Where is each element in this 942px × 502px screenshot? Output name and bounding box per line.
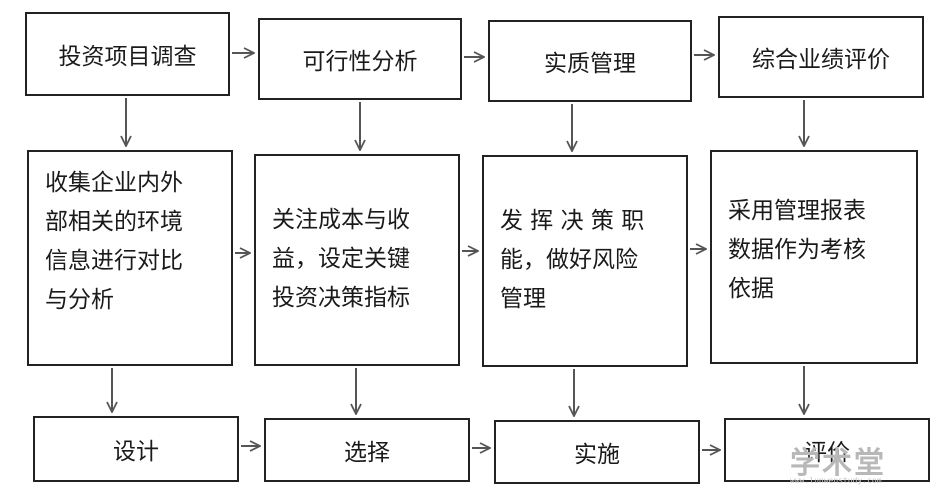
- stage-3-detail-line: 能，做好风险: [500, 247, 638, 273]
- stage-3-result: 实施: [574, 442, 620, 468]
- stage-3-detail-line: 管理: [500, 286, 546, 312]
- stage-1-detail-line: 部相关的环境: [45, 209, 183, 235]
- stage-3-title: 实质管理: [544, 51, 636, 77]
- stage-4-result-box: 评价: [724, 418, 930, 482]
- watermark-url: www.lunwenstudy.com: [790, 476, 882, 485]
- watermark: 学术堂 www.lunwenstudy.com: [790, 438, 930, 490]
- stage-2-result-box: 选择: [264, 418, 470, 482]
- stage-3-result-box: 实施: [494, 420, 700, 484]
- stage-2-title-box: 可行性分析: [258, 18, 462, 100]
- stage-1-title-box: 投资项目调查: [25, 12, 230, 96]
- stage-3-detail-box: 发 挥 决 策 职 能，做好风险 管理: [482, 155, 688, 367]
- stage-1-result-box: 设计: [33, 416, 239, 482]
- stage-4-result: 评价: [804, 440, 850, 466]
- stage-4-detail-line: 依据: [728, 276, 774, 302]
- stage-1-title: 投资项目调查: [58, 44, 197, 70]
- stage-1-detail-line: 信息进行对比: [45, 248, 183, 274]
- stage-2-detail-line: 投资决策指标: [272, 285, 410, 311]
- stage-2-result: 选择: [344, 440, 390, 466]
- stage-4-detail-line: 数据作为考核: [728, 237, 866, 263]
- stage-3-title-box: 实质管理: [488, 20, 692, 102]
- watermark-text: 学术堂: [790, 446, 886, 481]
- stage-2-title: 可行性分析: [302, 49, 418, 75]
- stage-1-detail-box: 收集企业内外 部相关的环境 信息进行对比 与分析: [27, 150, 233, 366]
- stage-1-detail-line: 收集企业内外: [45, 170, 183, 196]
- stage-3-detail-line: 发 挥 决 策 职: [500, 208, 645, 234]
- stage-2-detail-line: 关注成本与收: [272, 207, 410, 233]
- stage-1-detail-line: 与分析: [45, 287, 114, 313]
- stage-4-title: 综合业绩评价: [752, 47, 890, 73]
- stage-2-detail-line: 益，设定关键: [272, 246, 410, 272]
- stage-4-detail-line: 采用管理报表: [728, 198, 866, 224]
- stage-2-detail-box: 关注成本与收 益，设定关键 投资决策指标: [254, 154, 460, 366]
- stage-4-detail-box: 采用管理报表 数据作为考核 依据: [710, 150, 918, 364]
- stage-1-result: 设计: [113, 439, 159, 465]
- stage-4-title-box: 综合业绩评价: [718, 16, 924, 98]
